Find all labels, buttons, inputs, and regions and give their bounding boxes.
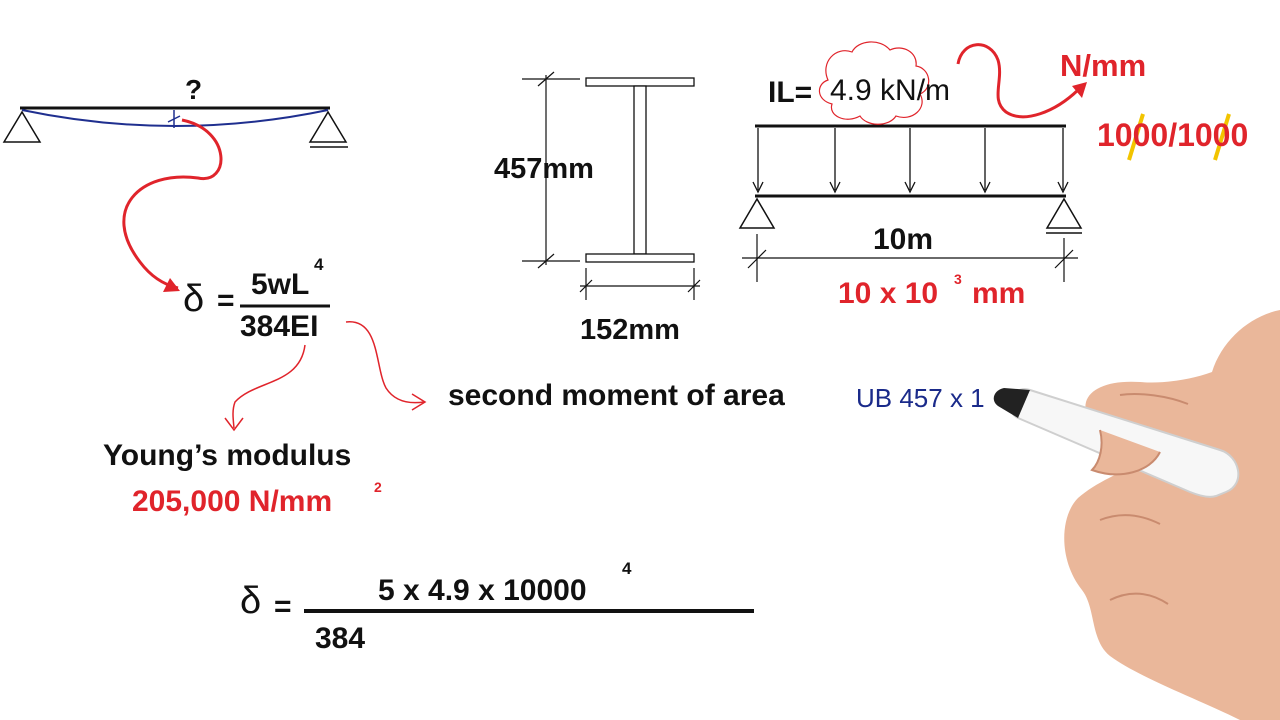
section-width-label: 152mm: [580, 314, 680, 346]
section-dimension-lines: [522, 71, 701, 300]
load-arrows: [752, 128, 1069, 194]
substitution-delta: δ: [240, 580, 262, 622]
span-label: 10m: [873, 223, 934, 256]
substitution-equals: =: [274, 590, 292, 623]
arrow-to-unit: [956, 43, 1080, 119]
span-mm-base: 10 x 10: [838, 277, 939, 310]
span-mm-exponent: 3: [954, 271, 962, 287]
substitution-numerator-exponent: 4: [622, 559, 632, 578]
marker-tip: [993, 388, 1030, 418]
formula-numerator: 5wL: [251, 268, 310, 301]
arrow-to-youngs: [232, 344, 306, 429]
section-designation: UB 457 x 1: [856, 383, 985, 413]
web: [633, 85, 647, 255]
substitution-denominator: 384: [315, 622, 366, 655]
arrow-to-unit-head: [1072, 82, 1087, 98]
section-depth-label: 457mm: [494, 153, 594, 185]
youngs-modulus-exponent: 2: [374, 479, 382, 495]
left-support-icon: [2, 110, 42, 143]
top-flange: [585, 77, 695, 87]
arrow-to-formula: [122, 118, 223, 290]
load-prefix: IL=: [768, 76, 813, 109]
question-mark: ?: [185, 74, 203, 105]
arrow-to-second-moment: [345, 321, 425, 404]
second-moment-label: second moment of area: [448, 379, 785, 412]
deflected-shape: [21, 109, 329, 127]
highlight-cloud: [818, 41, 930, 125]
formula-numerator-exponent: 4: [314, 255, 324, 274]
arrow-to-second-moment-head: [411, 393, 427, 411]
arrow-to-youngs-head: [224, 417, 244, 432]
arrow-to-formula-head: [163, 278, 180, 292]
simple-beam-diagram: [2, 106, 348, 148]
loaded-beam-diagram: [738, 124, 1083, 282]
bottom-flange: [585, 253, 695, 263]
unit-label: N/mm: [1060, 48, 1147, 83]
load-value: 4.9 kN/m: [830, 74, 951, 107]
formula-equals: =: [217, 284, 235, 317]
youngs-modulus-label: Young’s modulus: [103, 439, 352, 472]
span-mm-unit: mm: [972, 277, 1026, 310]
youngs-modulus-value: 205,000 N/mm: [132, 485, 333, 518]
unit-ratio: 1000/1000: [1097, 117, 1249, 153]
strike-1: [1127, 113, 1145, 161]
strike-2: [1213, 113, 1231, 161]
formula-denominator: 384EI: [240, 310, 319, 343]
left-support-icon-2: [738, 197, 776, 229]
span-dimension-line: [742, 234, 1078, 282]
right-support-icon-2: [1045, 197, 1083, 229]
right-support-icon: [308, 110, 348, 143]
hand-holding-marker-icon: [993, 310, 1280, 720]
substitution-numerator: 5 x 4.9 x 10000: [378, 574, 587, 607]
formula-delta: δ: [183, 278, 205, 320]
i-section-diagram: [585, 77, 695, 263]
